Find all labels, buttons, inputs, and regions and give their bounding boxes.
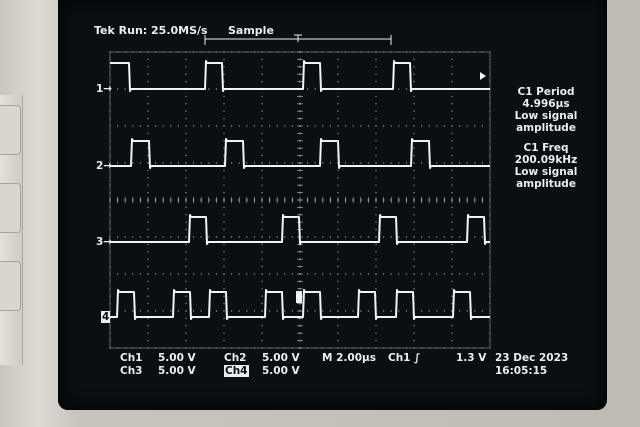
trigger-level-arrow [480, 72, 486, 80]
measurement-2-note2: amplitude [516, 178, 576, 190]
side-button-3[interactable] [0, 261, 21, 311]
measurement-2-title: C1 Freq [523, 142, 569, 154]
measurement-1-value: 4.996µs [522, 98, 570, 110]
trigger-slope-icon: ∫ [414, 352, 421, 364]
measurement-1: C1 Period 4.996µs Low signal amplitude [490, 86, 602, 134]
date: 23 Dec 2023 [495, 352, 569, 364]
side-panel [0, 95, 23, 365]
trace-ch4 [110, 289, 490, 320]
measurement-2: C1 Freq 200.09kHz Low signal amplitude [490, 142, 602, 190]
ch1-label: Ch1 [120, 352, 143, 364]
trigger-level: 1.3 V [456, 352, 487, 364]
trigger-source: Ch1 [388, 352, 411, 364]
measurement-1-note: Low signal [514, 110, 578, 122]
graticule [109, 51, 491, 349]
scope-screen: Tek Run: 25.0MS/s Sample 1→ 2→ 3→ 4 C1 P… [58, 0, 607, 410]
time: 16:05:15 [495, 365, 548, 377]
traces [110, 60, 490, 320]
record-bar [204, 34, 392, 45]
acquisition-mode: Sample [228, 24, 274, 37]
ch2-scale: 5.00 V [262, 352, 300, 364]
timebase: M 2.00µs [322, 352, 376, 364]
side-button-1[interactable] [0, 105, 21, 155]
ch4-scale: 5.00 V [262, 365, 300, 377]
acquisition-status: Tek Run: 25.0MS/s [94, 24, 208, 37]
side-button-2[interactable] [0, 183, 21, 233]
trace-ch1 [110, 60, 490, 92]
channel-1-marker[interactable]: 1→ [96, 83, 113, 95]
ch1-scale: 5.00 V [158, 352, 196, 364]
ch2-label: Ch2 [224, 352, 247, 364]
measurement-2-value: 200.09kHz [514, 154, 578, 166]
ch3-scale: 5.00 V [158, 365, 196, 377]
channel-4-marker[interactable]: 4 [101, 311, 111, 323]
waveform-display [109, 34, 491, 349]
channel-2-marker[interactable]: 2→ [96, 160, 113, 172]
trace-ch3 [110, 214, 490, 245]
ch3-label: Ch3 [120, 365, 143, 377]
channel-3-marker[interactable]: 3→ [96, 236, 113, 248]
measurement-2-note: Low signal [514, 166, 578, 178]
ch4-label: Ch4 [224, 365, 249, 377]
trace-ch2 [110, 138, 490, 169]
measurement-1-note2: amplitude [516, 122, 576, 134]
trigger-position-marker [296, 291, 302, 303]
measurement-1-title: C1 Period [517, 86, 575, 98]
